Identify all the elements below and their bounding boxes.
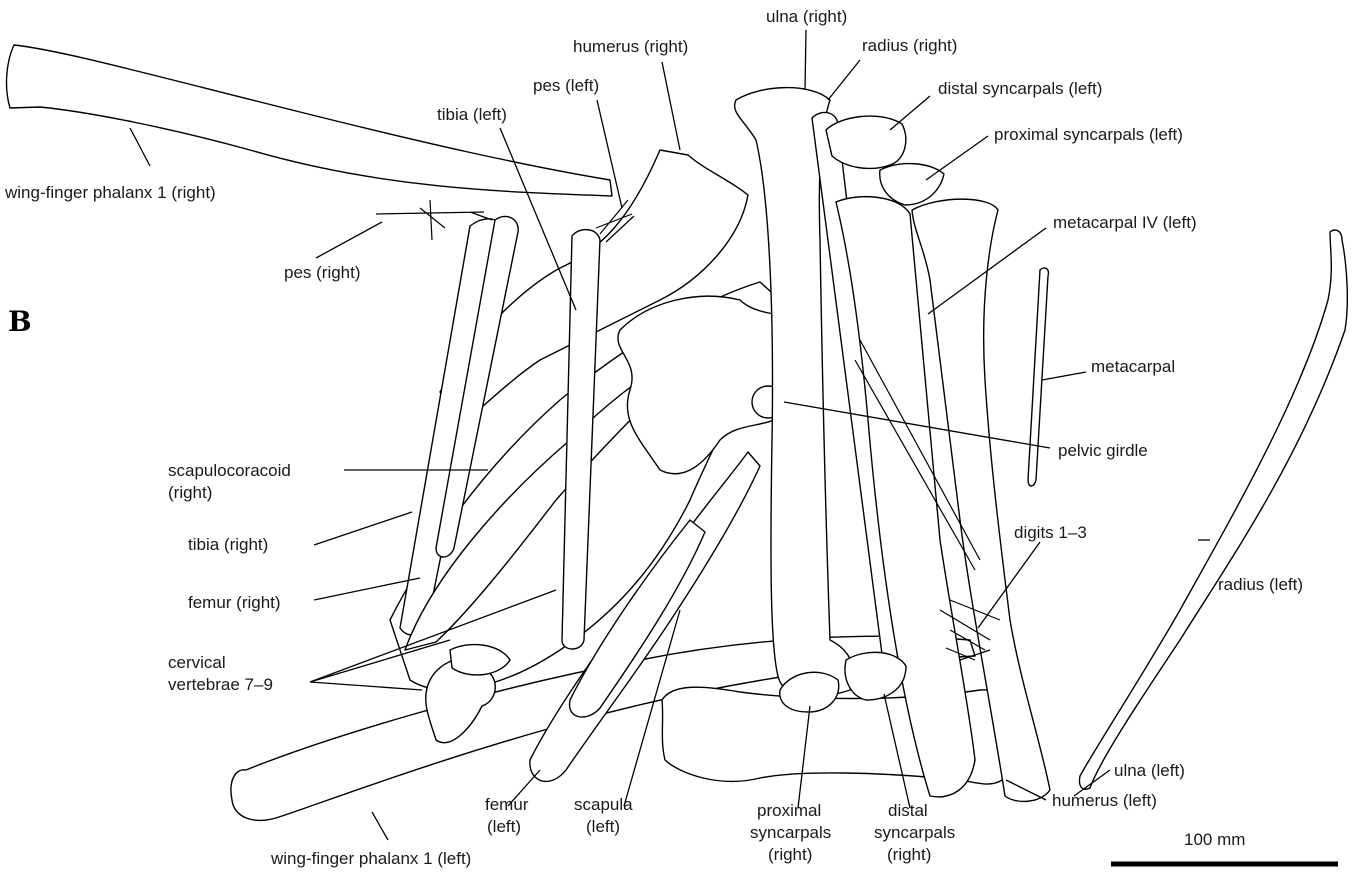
label-pes-right: pes (right) xyxy=(284,263,361,282)
leader-wing-finger-left xyxy=(372,812,388,840)
label-wing-finger-phalanx-right: wing-finger phalanx 1 (right) xyxy=(4,183,216,202)
label-metacarpal: metacarpal xyxy=(1091,357,1175,376)
bone-radius-left xyxy=(1079,230,1347,789)
leader-pes-right xyxy=(316,222,382,258)
leader-proximal-syncarpals-left xyxy=(926,136,988,180)
label-humerus-right: humerus (right) xyxy=(573,37,688,56)
leader-metacarpal xyxy=(1042,372,1086,380)
label-radius-left: radius (left) xyxy=(1218,575,1303,594)
label-femur-left-line1: femur xyxy=(485,795,529,814)
label-proximal-syncarpals-right-line3: (right) xyxy=(768,845,812,864)
panel-letter: B xyxy=(8,305,32,338)
label-scapulocoracoid-right-line1: scapulocoracoid xyxy=(168,461,291,480)
leader-humerus-right xyxy=(662,62,680,150)
bone-metacarpal xyxy=(1028,268,1048,486)
label-cervical-line1: cervical xyxy=(168,653,226,672)
label-distal-syncarpals-right-line3: (right) xyxy=(887,845,931,864)
label-cervical-line2: vertebrae 7–9 xyxy=(168,675,273,694)
label-tibia-right: tibia (right) xyxy=(188,535,268,554)
label-distal-syncarpals-right-line1: distal xyxy=(888,801,928,820)
label-scapula-left-line2: (left) xyxy=(586,817,620,836)
bones-layer xyxy=(7,45,1348,820)
scale-bar: 100 mm xyxy=(1111,830,1338,864)
label-proximal-syncarpals-left: proximal syncarpals (left) xyxy=(994,125,1183,144)
label-tibia-left: tibia (left) xyxy=(437,105,507,124)
leader-tibia-right xyxy=(314,512,412,545)
label-radius-right: radius (right) xyxy=(862,36,957,55)
label-metacarpal-iv-left: metacarpal IV (left) xyxy=(1053,213,1197,232)
label-ulna-left: ulna (left) xyxy=(1114,761,1185,780)
label-scapula-left-line1: scapula xyxy=(574,795,633,814)
label-proximal-syncarpals-right-line1: proximal xyxy=(757,801,821,820)
leader-radius-right xyxy=(828,60,860,100)
label-femur-right: femur (right) xyxy=(188,593,281,612)
label-distal-syncarpals-right-line2: syncarpals xyxy=(874,823,955,842)
label-scapulocoracoid-right-line2: (right) xyxy=(168,483,212,502)
label-femur-left-line2: (left) xyxy=(487,817,521,836)
label-distal-syncarpals-left: distal syncarpals (left) xyxy=(938,79,1102,98)
label-pes-left: pes (left) xyxy=(533,76,599,95)
scale-bar-label: 100 mm xyxy=(1184,830,1245,849)
bone-wing-finger-phalanx-right xyxy=(7,45,612,196)
label-pelvic-girdle: pelvic girdle xyxy=(1058,441,1148,460)
bone-distal-syncarpals-right xyxy=(845,652,906,700)
label-digits: digits 1–3 xyxy=(1014,523,1087,542)
leader-wing-finger-right xyxy=(130,128,150,166)
label-ulna-right: ulna (right) xyxy=(766,7,847,26)
bone-distal-syncarpals-left xyxy=(826,116,906,168)
label-humerus-left: humerus (left) xyxy=(1052,791,1157,810)
label-proximal-syncarpals-right-line2: syncarpals xyxy=(750,823,831,842)
leader-cervical-c xyxy=(310,682,422,690)
bone-proximal-syncarpals-left xyxy=(880,164,944,205)
leader-ulna-right xyxy=(805,30,806,90)
leader-distal-syncarpals-left xyxy=(890,96,930,130)
label-wing-finger-phalanx-left: wing-finger phalanx 1 (left) xyxy=(270,849,471,868)
